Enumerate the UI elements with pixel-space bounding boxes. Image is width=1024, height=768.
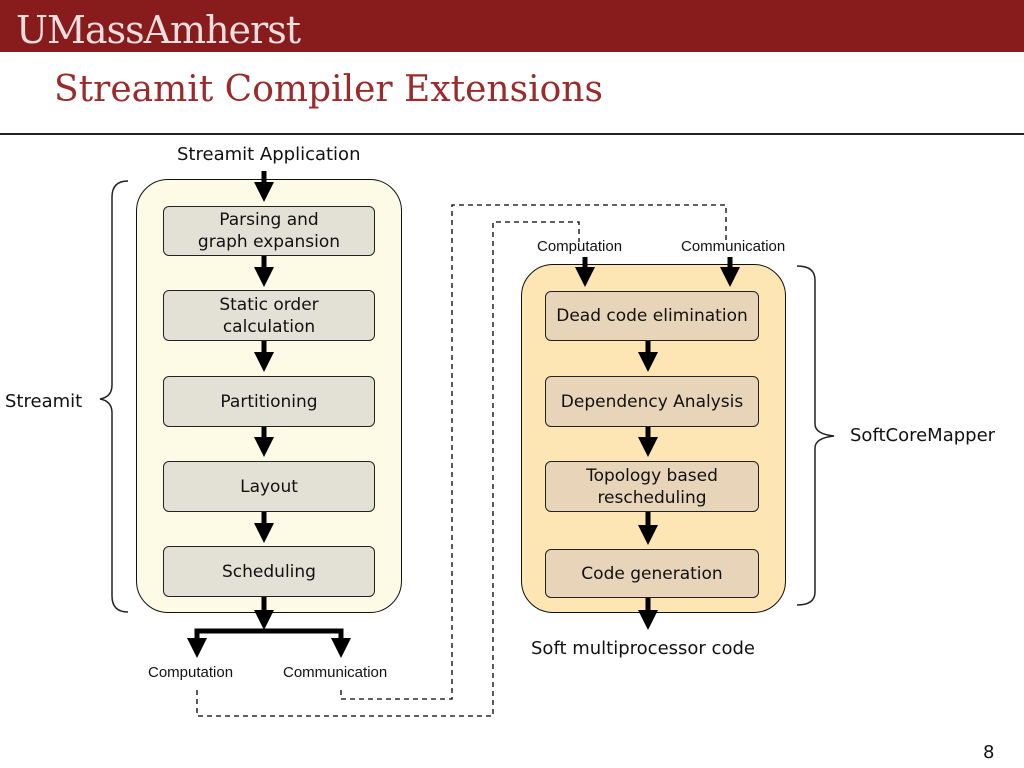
step-layout: Layout [163, 461, 375, 512]
softcoremapper-group-label: SoftCoreMapper [850, 425, 996, 446]
step-static-order-calculation: Static order calculation [163, 290, 375, 341]
step-parsing-graph-expansion: Parsing and graph expansion [163, 206, 375, 256]
right-communication-label: Communication [681, 238, 786, 255]
output-label: Soft multiprocessor code [531, 638, 755, 659]
streamit-group-label: Streamit [5, 391, 83, 412]
step-code-generation: Code generation [545, 549, 759, 598]
step-dead-code-elimination: Dead code elimination [545, 291, 759, 341]
title-divider [0, 133, 1024, 135]
softcoremapper-brace [796, 265, 835, 606]
left-communication-label: Communication [283, 664, 388, 681]
step-partitioning: Partitioning [163, 376, 375, 427]
left-computation-label: Computation [148, 664, 234, 681]
streamit-brace [99, 180, 129, 613]
slide-title: Streamit Compiler Extensions [54, 69, 603, 110]
page-number: 8 [983, 742, 995, 763]
output-split-connector [194, 628, 344, 648]
step-topology-rescheduling: Topology based rescheduling [545, 461, 759, 512]
dashed-communication-link [340, 204, 727, 700]
umass-logo: UMassAmherst [16, 8, 301, 52]
right-computation-label: Computation [537, 238, 623, 255]
step-dependency-analysis: Dependency Analysis [545, 376, 759, 427]
dashed-computation-link [196, 221, 580, 717]
header-banner: UMassAmherst [0, 0, 1024, 52]
input-label: Streamit Application [177, 144, 361, 165]
step-scheduling: Scheduling [163, 546, 375, 597]
